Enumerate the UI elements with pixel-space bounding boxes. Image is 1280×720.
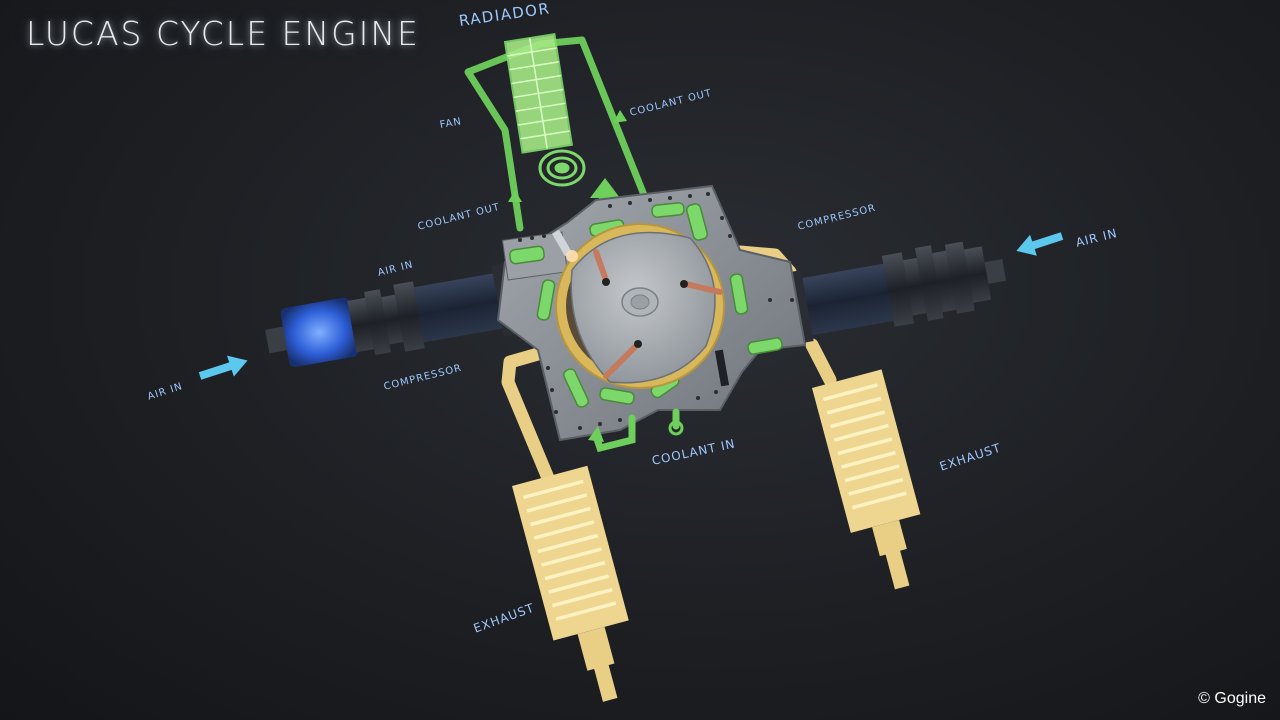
radiator [505, 34, 572, 152]
engine-block [498, 186, 805, 440]
muffler-right [812, 369, 937, 596]
muffler-left [512, 466, 647, 710]
cylinder-left [261, 260, 535, 377]
fan-icon [540, 151, 584, 185]
copyright-text: © Gogine [1198, 690, 1266, 708]
page-title: LUCAS CYCLE ENGINE [26, 14, 420, 53]
air-in-arrow-right-icon [1013, 226, 1065, 262]
air-in-arrow-left-icon [197, 350, 251, 386]
cylinder-right [767, 233, 1010, 347]
exhaust-pipe-left [508, 352, 548, 478]
